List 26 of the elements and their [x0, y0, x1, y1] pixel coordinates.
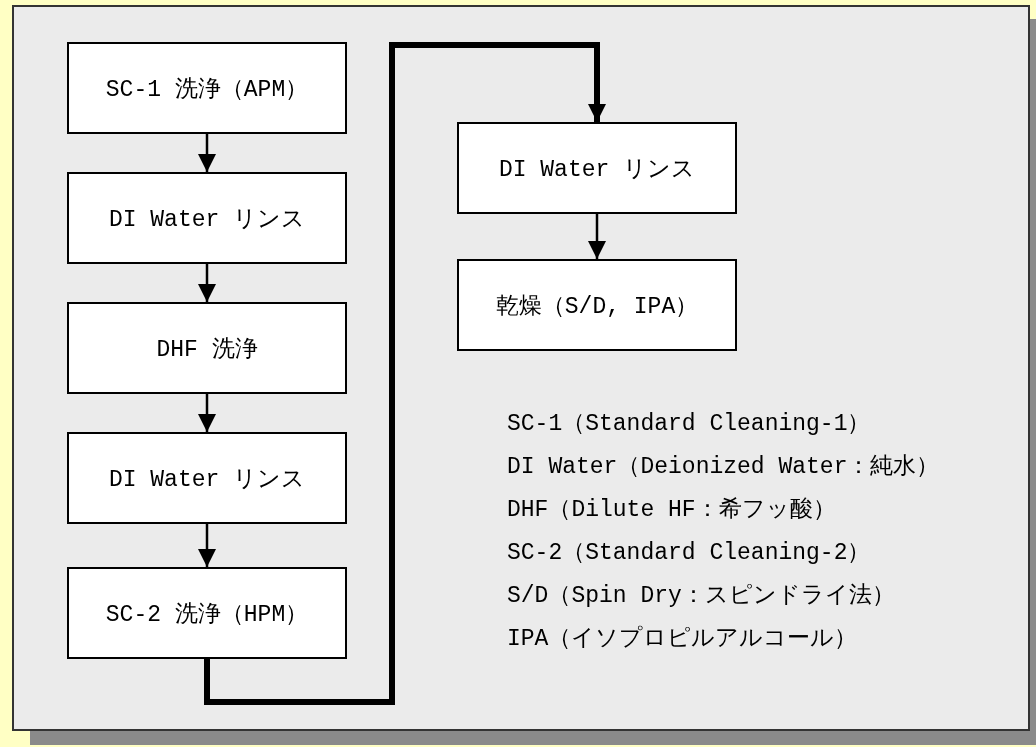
- process-box: [67, 567, 347, 659]
- process-box: [457, 259, 737, 351]
- abbreviation-note: DI Water（Deionized Water：純水）: [507, 453, 940, 481]
- arrow: [198, 134, 216, 172]
- step-text: DI Water リンス: [498, 155, 696, 184]
- process-box: [67, 432, 347, 524]
- process-box: [67, 172, 347, 264]
- step-text: SC-1 洗浄（APM）: [105, 75, 309, 104]
- abbreviation-note: DHF（Dilute HF：希フッ酸）: [507, 496, 836, 524]
- step-text: 乾燥（S/D, IPA）: [495, 292, 699, 321]
- step-text: DI Water リンス: [108, 465, 306, 494]
- process-box: [67, 302, 347, 394]
- abbreviation-note: S/D（Spin Dry：スピンドライ法）: [507, 582, 895, 610]
- arrow: [204, 42, 606, 705]
- arrow: [198, 264, 216, 302]
- process-box: [67, 42, 347, 134]
- arrow: [198, 394, 216, 432]
- abbreviation-note: IPA（イソプロピルアルコール）: [507, 624, 858, 653]
- step-text: DHF 洗浄: [156, 335, 258, 364]
- abbreviation-note: SC-2（Standard Cleaning-2）: [507, 539, 871, 567]
- abbreviation-note: SC-1（Standard Cleaning-1）: [507, 410, 871, 438]
- arrow: [588, 214, 606, 259]
- step-text: DI Water リンス: [108, 205, 306, 234]
- arrow: [198, 524, 216, 567]
- process-box: [457, 122, 737, 214]
- step-text: SC-2 洗浄（HPM）: [105, 600, 309, 629]
